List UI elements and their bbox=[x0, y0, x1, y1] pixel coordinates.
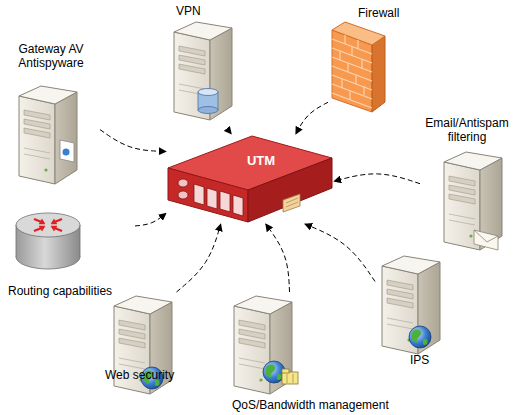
component-label: VPN bbox=[176, 4, 236, 18]
component-node: IPS bbox=[375, 252, 447, 370]
device-label: UTM bbox=[226, 154, 296, 168]
document-icon bbox=[60, 140, 74, 162]
component-label: Web security bbox=[105, 368, 180, 382]
dashed-arrow bbox=[305, 224, 375, 281]
component-label: Gateway AV Antispyware bbox=[7, 42, 95, 70]
database-icon bbox=[198, 89, 218, 114]
dashed-arrow bbox=[228, 127, 231, 134]
dashed-arrow bbox=[135, 213, 166, 226]
utm-appliance bbox=[168, 136, 332, 222]
component-node: QoS/Bandwidth management bbox=[228, 292, 393, 412]
dashed-arrow bbox=[177, 224, 221, 292]
server-icon bbox=[174, 22, 232, 120]
firewall-wall bbox=[332, 22, 385, 112]
appliance-node: UTM bbox=[166, 134, 334, 224]
component-label: Firewall bbox=[358, 6, 418, 20]
component-label: Email/Antispam filtering bbox=[420, 116, 514, 144]
component-node: VPN bbox=[165, 2, 240, 127]
globe-icon bbox=[409, 326, 431, 348]
component-label: IPS bbox=[410, 353, 446, 367]
dashed-arrow bbox=[334, 174, 420, 184]
component-node: Routing capabilities bbox=[5, 205, 135, 300]
component-node: Web security bbox=[95, 292, 180, 412]
envelope-icon bbox=[474, 230, 498, 250]
server-icon bbox=[444, 152, 502, 250]
dashed-arrow bbox=[296, 102, 328, 134]
server-icon bbox=[382, 256, 440, 354]
dashed-arrow bbox=[266, 224, 290, 292]
folder-icon bbox=[282, 369, 298, 384]
router-icon bbox=[16, 213, 80, 269]
server-icon bbox=[19, 86, 77, 184]
component-node: Firewall bbox=[328, 4, 418, 112]
component-label: Routing capabilities bbox=[8, 284, 133, 298]
dashed-arrow bbox=[100, 130, 166, 152]
component-node: Gateway AV Antispyware bbox=[5, 40, 100, 188]
component-label: QoS/Bandwidth management bbox=[232, 398, 392, 412]
component-node: Email/Antispam filtering bbox=[420, 115, 515, 255]
